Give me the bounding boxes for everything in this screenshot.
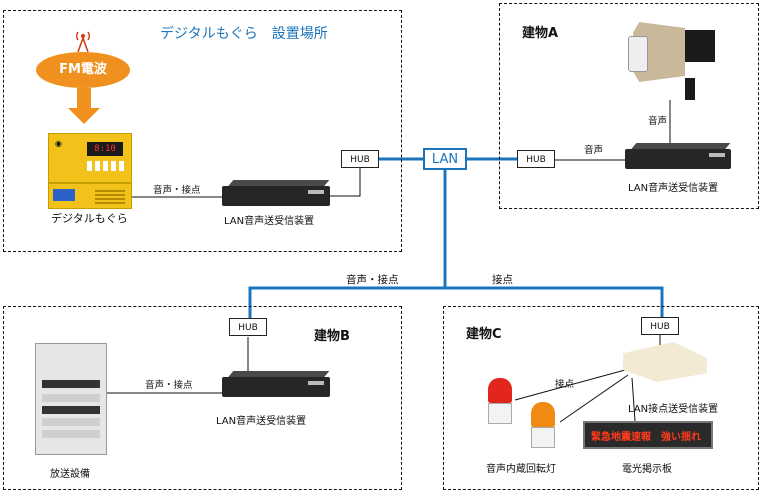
zone-building-a-title: 建物A <box>522 26 559 41</box>
lan-audio-unit-b <box>222 371 330 397</box>
lan-audio-unit-a-label: LAN音声送受信装置 <box>628 183 719 194</box>
digital-mogura-unit: ◉ 8:10 <box>48 133 132 183</box>
zone-building-a: 建物A <box>499 3 759 209</box>
line-relay-to-lamp2 <box>559 374 629 423</box>
horn-speaker-face <box>628 36 648 72</box>
zone-main: デジタルもぐら 設置場所 <box>3 10 402 252</box>
zone-building-b-title: 建物B <box>314 329 350 344</box>
digital-mogura-label: デジタルもぐら <box>51 212 128 225</box>
fm-arrow <box>77 88 91 110</box>
rotary-lamp-2-icon <box>531 402 555 448</box>
link-label-mogura: 音声・接点 <box>153 185 201 196</box>
zone-building-c-title: 建物C <box>466 327 502 342</box>
lan-line-branch-c <box>445 286 664 317</box>
link-label-branch-b: 音声・接点 <box>346 274 399 286</box>
antenna-icon <box>76 31 90 52</box>
link-label-speaker: 音声 <box>648 116 668 127</box>
lan-audio-unit-a <box>625 143 731 169</box>
rotary-lamp-1-icon <box>488 378 512 424</box>
mogura-display: 8:10 <box>87 142 123 156</box>
horn-speaker-stand <box>685 78 695 100</box>
lan-contact-unit-c-label: LAN接点送受信装置 <box>628 404 719 415</box>
lan-node: LAN <box>423 148 467 170</box>
mogura-logo-icon: ◉ <box>55 139 62 148</box>
link-label-branch-c: 接点 <box>492 274 513 286</box>
hub-building-c: HUB <box>641 317 679 335</box>
zone-building-b: 建物B <box>3 306 402 490</box>
lan-line-branch-b <box>248 286 445 318</box>
line-relay-to-board <box>631 377 636 422</box>
hub-main: HUB <box>341 150 379 168</box>
led-board: 緊急地震速報 強い揺れ <box>583 421 713 449</box>
mogura-grill <box>95 188 125 204</box>
rotary-lamp-label: 音声内蔵回転灯 <box>486 464 556 475</box>
zone-main-title: デジタルもぐら 設置場所 <box>160 26 328 42</box>
fm-wave-badge: FM電波 <box>36 52 130 88</box>
line-relay-to-lamp1 <box>514 369 626 401</box>
led-board-text: 緊急地震速報 強い揺れ <box>591 432 701 443</box>
pa-system-label: 放送設備 <box>50 469 90 480</box>
hub-building-a: HUB <box>517 150 555 168</box>
mogura-buttons <box>87 161 125 171</box>
hub-building-b: HUB <box>229 318 267 336</box>
link-label-hub-a: 音声 <box>584 145 604 156</box>
line-unit-to-hub-main <box>330 168 361 197</box>
lan-audio-unit-main <box>222 180 330 206</box>
horn-speaker-back <box>685 30 715 62</box>
lan-audio-unit-b-label: LAN音声送受信装置 <box>216 416 307 427</box>
zone-building-c: 建物C <box>443 306 759 490</box>
link-label-rack: 音声・接点 <box>145 380 193 391</box>
fm-arrow-head <box>68 108 100 124</box>
mogura-lcd <box>53 189 75 201</box>
lan-audio-unit-main-label: LAN音声送受信装置 <box>224 216 315 227</box>
pa-system-rack <box>35 343 107 455</box>
link-label-contact-c: 接点 <box>555 379 575 390</box>
led-board-label: 電光掲示板 <box>622 464 672 475</box>
digital-mogura-speaker <box>48 183 132 209</box>
